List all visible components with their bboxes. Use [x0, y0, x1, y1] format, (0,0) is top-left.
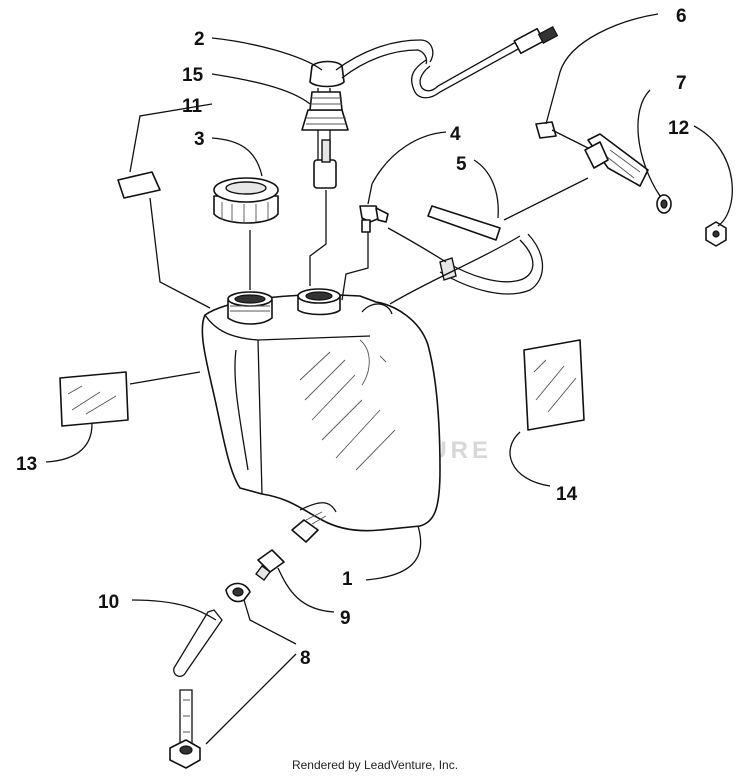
- callout-part-4: 4: [450, 124, 461, 145]
- drain-hose-drawing: [169, 549, 285, 769]
- callout-part-1: 1: [342, 569, 353, 590]
- decals-drawing: [59, 171, 585, 431]
- callout-part-12: 12: [668, 118, 689, 139]
- callout-part-5: 5: [456, 154, 467, 175]
- fuel-cap-drawing: [213, 177, 279, 224]
- footer-credit: Rendered by LeadVenture, Inc.: [291, 758, 459, 772]
- callout-part-8: 8: [300, 648, 311, 669]
- vent-hose-drawing: [427, 205, 543, 295]
- callout-part-14: 14: [556, 484, 578, 505]
- leader-lines: [45, 13, 733, 745]
- callout-part-6: 6: [676, 6, 687, 27]
- vent-elbow-drawing: [359, 205, 389, 233]
- callout-part-3: 3: [194, 129, 205, 150]
- callout-part-10: 10: [98, 592, 119, 613]
- callout-part-15: 15: [182, 65, 204, 86]
- callout-part-2: 2: [194, 29, 205, 50]
- callout-part-11: 11: [182, 96, 203, 117]
- callout-part-7: 7: [676, 73, 687, 94]
- callout-labels: 1 2 3 4 5 6 7 8 9 10 11 12 13 14 15: [16, 6, 689, 669]
- mount-bracket-drawing: [535, 121, 727, 247]
- callout-part-9: 9: [340, 608, 351, 629]
- callout-part-13: 13: [16, 454, 37, 475]
- fuel-sender-drawing: [301, 26, 559, 189]
- fuel-tank-drawing: [201, 288, 441, 543]
